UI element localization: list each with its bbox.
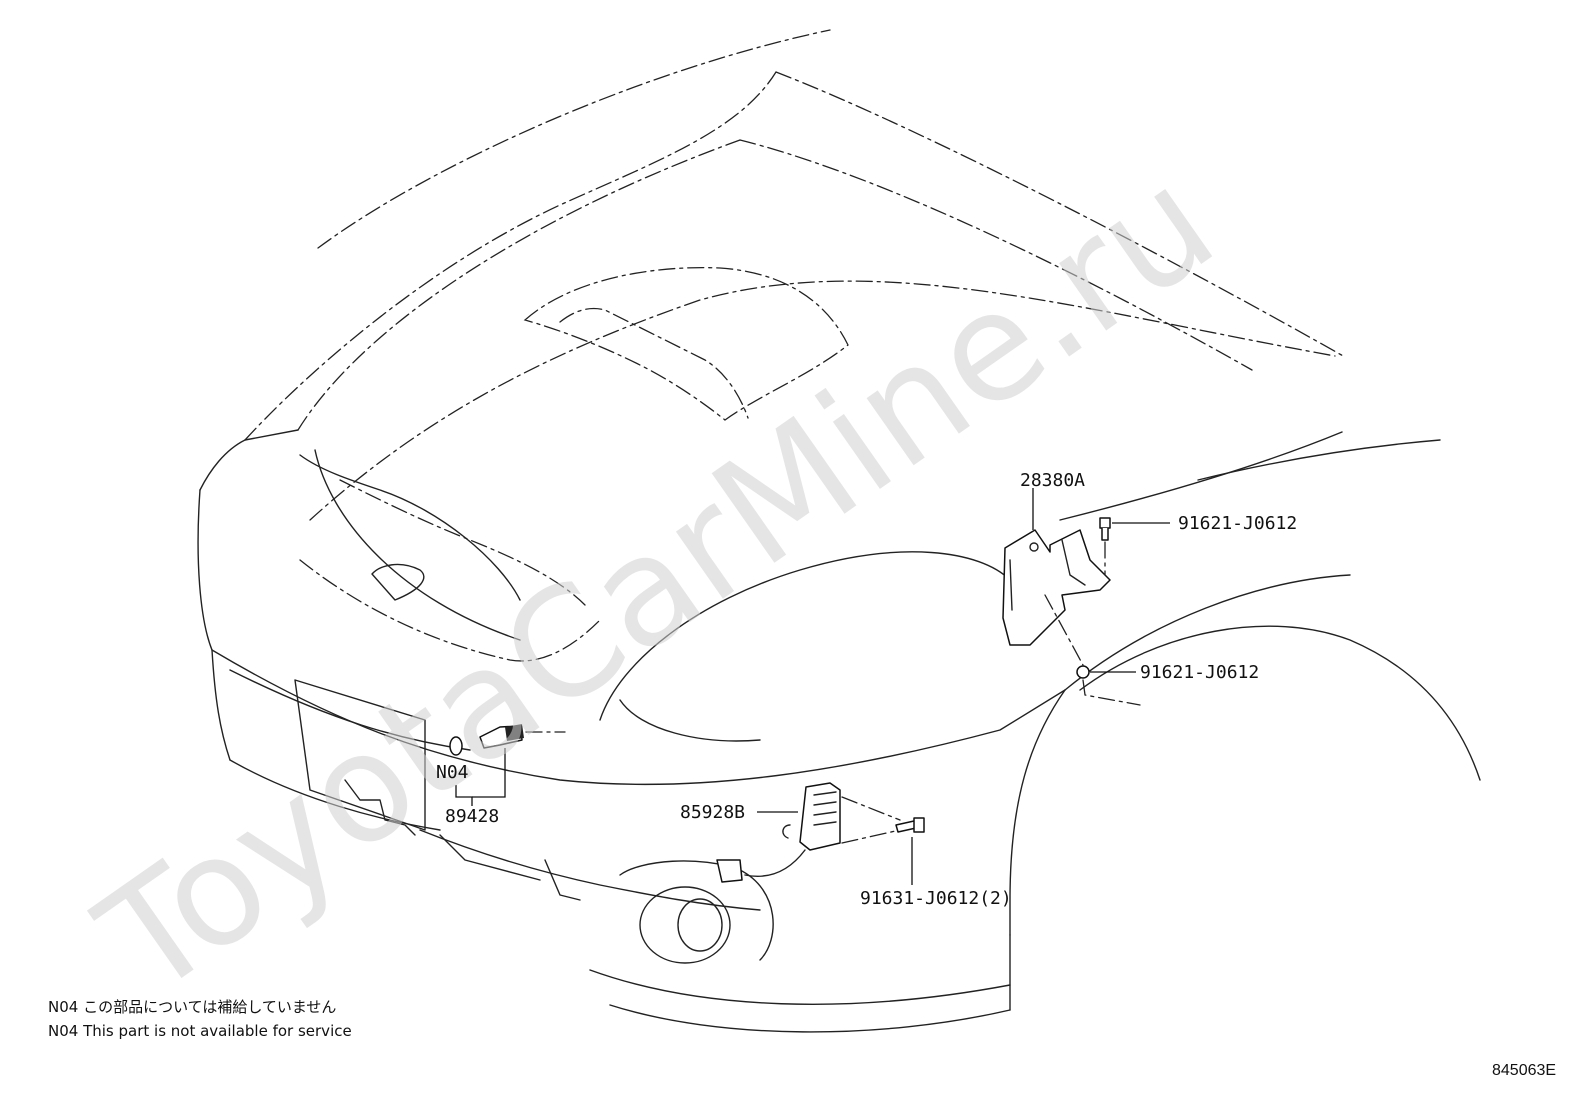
diagram-code: 845063E	[1492, 1062, 1556, 1079]
note-japanese: N04 この部品については補給していません	[48, 998, 336, 1016]
callout-28380a: 28380A	[1020, 470, 1085, 491]
callout-85928b: 85928B	[680, 802, 745, 823]
callout-89428: 89428	[445, 806, 499, 827]
callout-91631: 91631-J0612(2)	[860, 888, 1012, 909]
n04-clip	[449, 736, 473, 806]
car-body-outline	[197, 29, 1481, 1033]
callout-91621-upper: 91621-J0612	[1178, 513, 1297, 534]
callout-n04: N04	[436, 762, 469, 783]
part-28380a-bracket	[1002, 488, 1111, 646]
part-91631-bolt	[895, 817, 925, 885]
callout-91621-lower: 91621-J0612	[1140, 662, 1259, 683]
note-english: N04 This part is not available for servi…	[48, 1022, 352, 1040]
part-91621-lower-bolt	[1044, 594, 1141, 706]
part-85928b-module	[716, 782, 901, 883]
part-91621-upper-bolt	[1099, 517, 1170, 576]
part-89428-sensor	[472, 724, 566, 798]
